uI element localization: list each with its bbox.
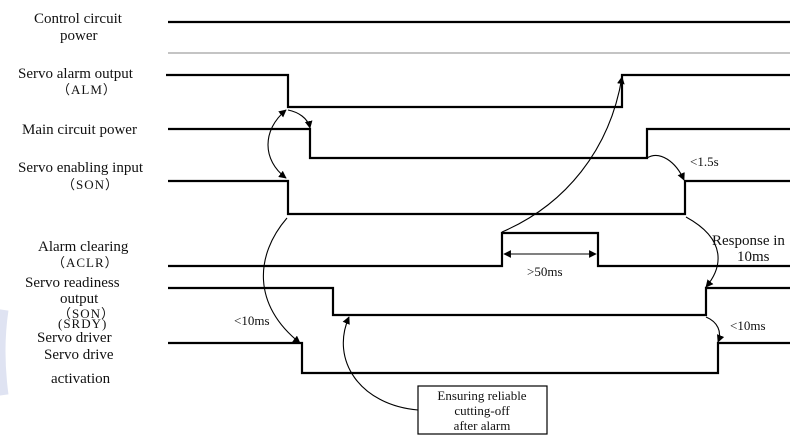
label-son-1: Servo enabling input: [18, 160, 144, 176]
annotation-lt-1-5s: <1.5s: [690, 154, 719, 169]
watermark-mark: [0, 309, 9, 396]
label-activation-1: Servo driver: [37, 330, 112, 346]
annotation-response-2: 10ms: [737, 249, 770, 265]
arrow-alm-to-son: [267, 109, 287, 179]
label-control-power-2: power: [60, 28, 98, 44]
note-box: [417, 385, 548, 435]
arrow-son-to-srdy: [685, 216, 719, 288]
wave-activation: [168, 341, 790, 375]
label-aclr-1: Alarm clearing: [38, 239, 129, 255]
label-activation-overlay-1: Servo drive: [44, 347, 114, 363]
note-line-1: Ensuring reliable: [437, 388, 526, 403]
note-line-3: after alarm: [454, 418, 511, 433]
label-srdy-4: (SRDY): [58, 316, 107, 331]
arrow-srdy-to-activation: [705, 316, 725, 343]
label-son-2: （SON）: [62, 177, 119, 192]
label-srdy-3: （SON）: [58, 306, 115, 321]
wave-aclr: [168, 231, 790, 268]
arrow-son-to-activation: [262, 217, 301, 344]
arrow-aclr-to-alm: [501, 76, 625, 233]
wave-srdy: [168, 286, 790, 317]
arrow-alm-to-main: [287, 109, 313, 129]
label-activation-2: activation: [51, 371, 111, 387]
wave-alm: [166, 73, 790, 109]
annotation-gt-50ms: >50ms: [527, 264, 563, 279]
label-alm-2: （ALM）: [57, 82, 117, 97]
wave-son: [168, 179, 790, 216]
label-aclr-2: （ACLR）: [52, 255, 119, 270]
annotation-lt-10ms-right: <10ms: [730, 318, 766, 333]
label-control-power-1: Control circuit: [34, 11, 123, 27]
annotation-lt-10ms-left: <10ms: [234, 313, 270, 328]
annotation-response-1: Response in: [712, 233, 785, 249]
arrow-note-to-srdy: [342, 316, 419, 411]
label-alm-1: Servo alarm output: [18, 66, 134, 82]
note-line-2: cutting-off: [454, 403, 510, 418]
label-srdy-2: output: [60, 291, 99, 307]
arrow-main-to-son: [646, 154, 685, 181]
label-srdy-1: Servo readiness: [25, 275, 120, 291]
label-main-power: Main circuit power: [22, 122, 137, 138]
